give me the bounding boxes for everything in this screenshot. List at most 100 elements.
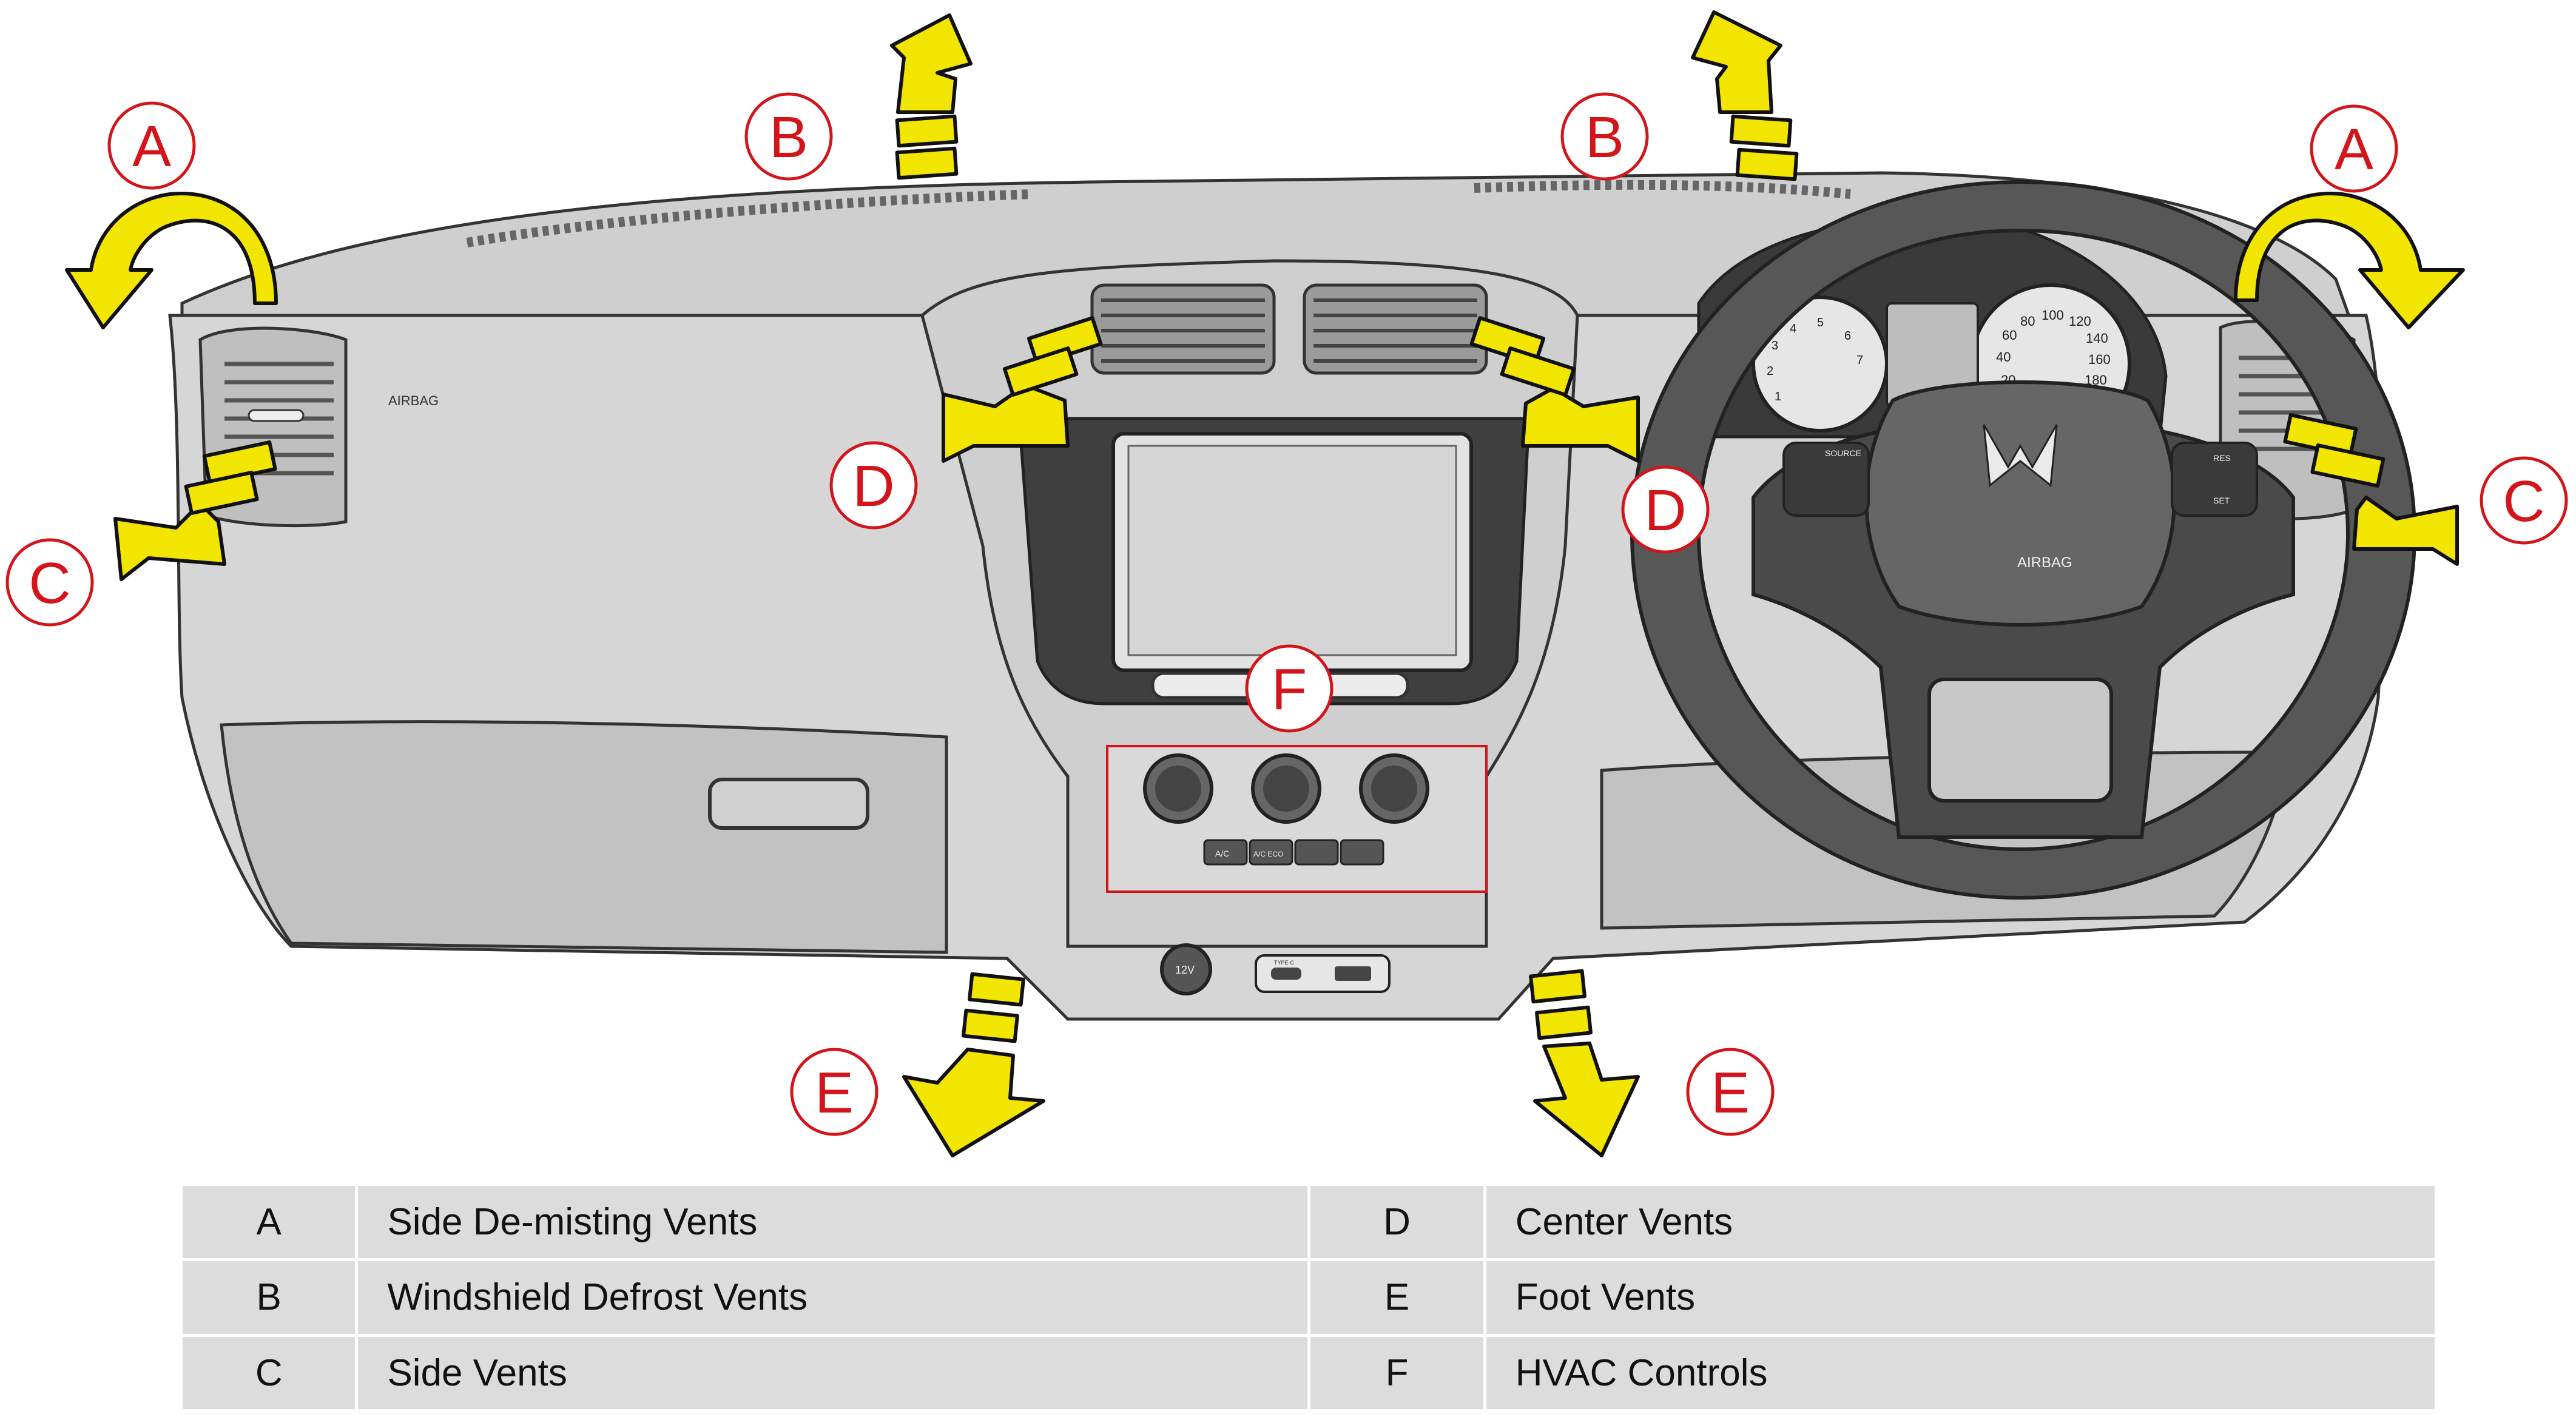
tacho-tick-4: 4 [1790,322,1796,335]
legend-description: Side Vents [355,1333,1311,1413]
callout-e-right: E [1686,1048,1775,1136]
arrow-foot-vent-right-block-1 [1529,969,1586,1004]
steering-airbag-pad [1864,380,2176,627]
callout-c-left: C [5,538,94,627]
legend-row: C Side Vents F HVAC Controls [179,1333,2438,1413]
arrow-defrost-left-block-2 [895,146,959,180]
callout-a-right-text: A [2335,117,2373,182]
vent-legend-table: A Side De-misting Vents D Center Vents B… [179,1182,2438,1413]
set-label: SET [2213,496,2230,505]
center-vent-left [1090,283,1276,375]
steering-wheel: AIRBAG SOURCE RES SET [1630,180,2417,900]
callout-a-right: A [2310,104,2398,193]
callout-b-left: B [744,92,833,181]
socket-12v [1160,943,1212,995]
brand-logo [1983,424,2058,487]
usb-panel [1255,954,1391,993]
arrow-center-vent-left [942,383,1070,463]
callout-a-left-text: A [132,114,171,179]
legend-description: Center Vents [1483,1182,2438,1262]
callout-b-left-text: B [769,105,808,170]
speedo-tick-120: 120 [2069,314,2091,329]
legend-row: A Side De-misting Vents D Center Vents [179,1182,2438,1262]
arrow-foot-vent-left-block-2 [962,1008,1019,1043]
usb-c-label: TYPE-C [1274,960,1295,966]
ac-button [1203,839,1248,866]
res-label: RES [2213,453,2231,463]
steering-left-controls [1782,442,1870,517]
arrow-side-vent-left-block-2 [184,471,259,515]
screen-inner [1127,445,1457,656]
arrow-foot-vent-right [1533,1042,1640,1157]
arrow-defrost-right [1691,10,1782,114]
legend-key: B [179,1258,359,1337]
tacho-tick-5: 5 [1817,316,1824,329]
callout-e-right-text: E [1711,1060,1750,1125]
arrow-side-vent-right-block-2 [2310,443,2385,488]
arrow-defrost-left [890,13,973,114]
arrow-defrost-left-block-1 [895,114,959,148]
dashboard-diagram: AIRBAG [5,10,2568,1157]
callout-a-left: A [107,101,196,190]
callout-b-right-text: B [1585,105,1624,170]
legend-description: Side De-misting Vents [355,1182,1311,1262]
ac-button-label: A/C [1215,849,1229,858]
legend-key: F [1307,1333,1486,1413]
arrow-side-demist-right [2234,192,2465,329]
arrow-center-vent-right-block-2 [1500,346,1576,397]
speedo-tick-140: 140 [2086,331,2108,346]
callout-b-right: B [1560,92,1649,181]
speedo-tick-80: 80 [2020,314,2035,329]
steering-airbag-label: AIRBAG [2017,554,2072,571]
lower-console: 12V TYPE-C [1160,943,1391,995]
legend-key: D [1307,1182,1486,1262]
callout-e-left: E [790,1048,878,1136]
passenger-airbag-label: AIRBAG [388,393,439,408]
defog-button [1340,839,1384,866]
tacho-tick-6: 6 [1844,329,1851,343]
callout-d-left: D [829,441,918,530]
defrost-grille-right [1474,180,1851,199]
steering-rim [1630,180,2417,900]
arrow-side-vent-left [113,502,226,581]
defrost-grille-left [466,189,1032,247]
legend-description: HVAC Controls [1483,1333,2438,1413]
legend-key: C [179,1333,359,1413]
speedo-tick-160: 160 [2088,352,2111,367]
glove-box [220,720,948,954]
usb-a-port [1335,966,1371,981]
steering-lower-opening [1927,678,2113,803]
callout-d-right: D [1621,465,1710,554]
airflow-arrows [65,10,2465,1157]
ac-eco-button-label: A/C ECO [1253,850,1283,858]
legend-description: Windshield Defrost Vents [355,1258,1311,1337]
glove-box-handle [708,778,869,830]
legend-description: Foot Vents [1483,1258,2438,1337]
speedo-tick-60: 60 [2002,328,2017,343]
arrow-center-vent-left-block-2 [1002,346,1079,397]
callout-f-text: F [1272,657,1307,722]
dashboard-body: AIRBAG [168,171,2417,1021]
callout-c-right-text: C [2503,469,2544,534]
callout-f: F [1245,644,1334,733]
arrow-defrost-right-block-2 [1735,147,1799,181]
hvac-controls: A/C A/C ECO [1106,745,1488,893]
callout-c-left-text: C [29,551,70,616]
tacho-tick-7: 7 [1856,354,1863,367]
steering-right-controls [2171,442,2258,517]
callout-d-left-text: D [852,454,894,519]
callout-d-right-text: D [1644,478,1686,543]
socket-12v-label: 12V [1175,964,1195,976]
recirc-button [1294,839,1339,866]
callout-e-left-text: E [815,1060,854,1125]
legend-key: E [1307,1258,1486,1337]
arrow-foot-vent-left [902,1048,1045,1157]
callout-c-right: C [2480,456,2568,545]
arrow-foot-vent-left-block-1 [968,972,1025,1007]
speedo-tick-40: 40 [1996,349,2011,365]
arrow-side-demist-left [65,192,278,329]
source-label: SOURCE [1825,448,1861,458]
usb-c-port [1271,968,1301,980]
tacho-tick-3: 3 [1772,339,1778,352]
arrow-defrost-right-block-1 [1729,114,1793,148]
